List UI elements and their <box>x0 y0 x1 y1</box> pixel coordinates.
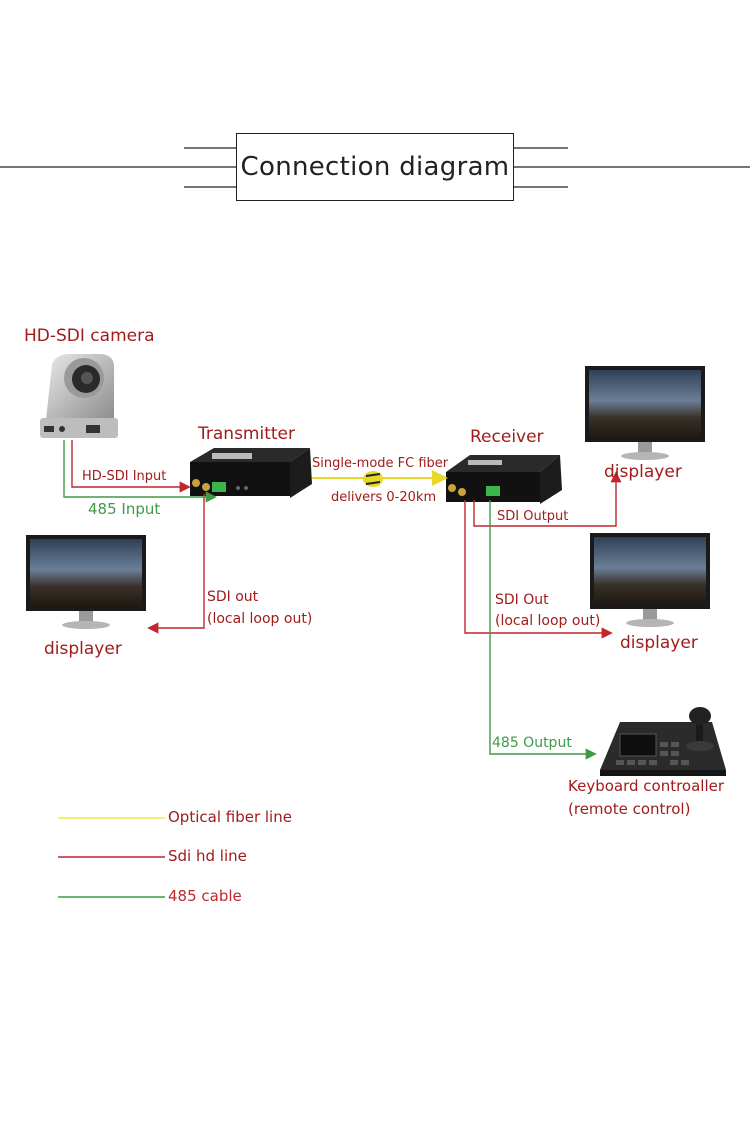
edge-sdi-out-rx <box>464 500 613 639</box>
sdi-lines <box>71 440 622 639</box>
receiver-device <box>446 455 562 504</box>
camera-icon <box>40 354 118 438</box>
sdi-out-rx-label-line1: SDI Out <box>495 592 549 608</box>
page-title: Connection diagram <box>240 152 510 182</box>
receiver-label: Receiver <box>470 427 544 447</box>
legend-fiber-label: Optical fiber line <box>168 808 292 826</box>
displayer-top-right-label: displayer <box>604 462 682 482</box>
sdi-out-tx-label-line1: SDI out <box>207 589 259 605</box>
hdsdi-input-label: HD-SDI Input <box>82 469 167 484</box>
sdi-out-tx-label-line2: (local loop out) <box>207 611 313 627</box>
displayer-mid-right-label: displayer <box>620 633 698 653</box>
legend-lines <box>58 817 165 898</box>
input-485-label: 485 Input <box>88 500 161 518</box>
edge-hdsdi-input <box>71 440 191 493</box>
transmitter-device <box>190 448 312 498</box>
monitor-mid-right-icon <box>590 533 710 627</box>
legend-sdi-label: Sdi hd line <box>168 847 247 865</box>
output-485-label: 485 Output <box>492 735 572 751</box>
displayer-left-label: displayer <box>44 639 122 659</box>
transmitter-label: Transmitter <box>198 424 295 444</box>
legend-485-label: 485 cable <box>168 887 242 905</box>
edge-sdi-output-rx <box>473 471 622 527</box>
monitor-left-icon <box>26 535 146 629</box>
rs485-lines <box>63 440 597 760</box>
keyboard-controller-icon <box>600 707 726 776</box>
fiber-label-line2: delivers 0-20km <box>331 490 437 505</box>
fiber-line <box>312 470 448 487</box>
sdi-output-rx-label: SDI Output <box>497 509 569 524</box>
keyboard-label-line1: Keyboard controaller <box>568 777 725 795</box>
monitor-top-right-icon <box>585 366 705 460</box>
edge-485-input <box>63 440 217 503</box>
fiber-label-line1: Single-mode FC fiber <box>312 456 449 471</box>
title-rules <box>0 147 750 188</box>
edge-485-output <box>489 500 597 760</box>
keyboard-label-line2: (remote control) <box>568 800 691 818</box>
camera-label: HD-SDI camera <box>24 326 155 346</box>
title-box: Connection diagram <box>236 133 514 201</box>
edge-sdi-out-tx <box>147 494 205 634</box>
sdi-out-rx-label-line2: (local loop out) <box>495 613 601 629</box>
